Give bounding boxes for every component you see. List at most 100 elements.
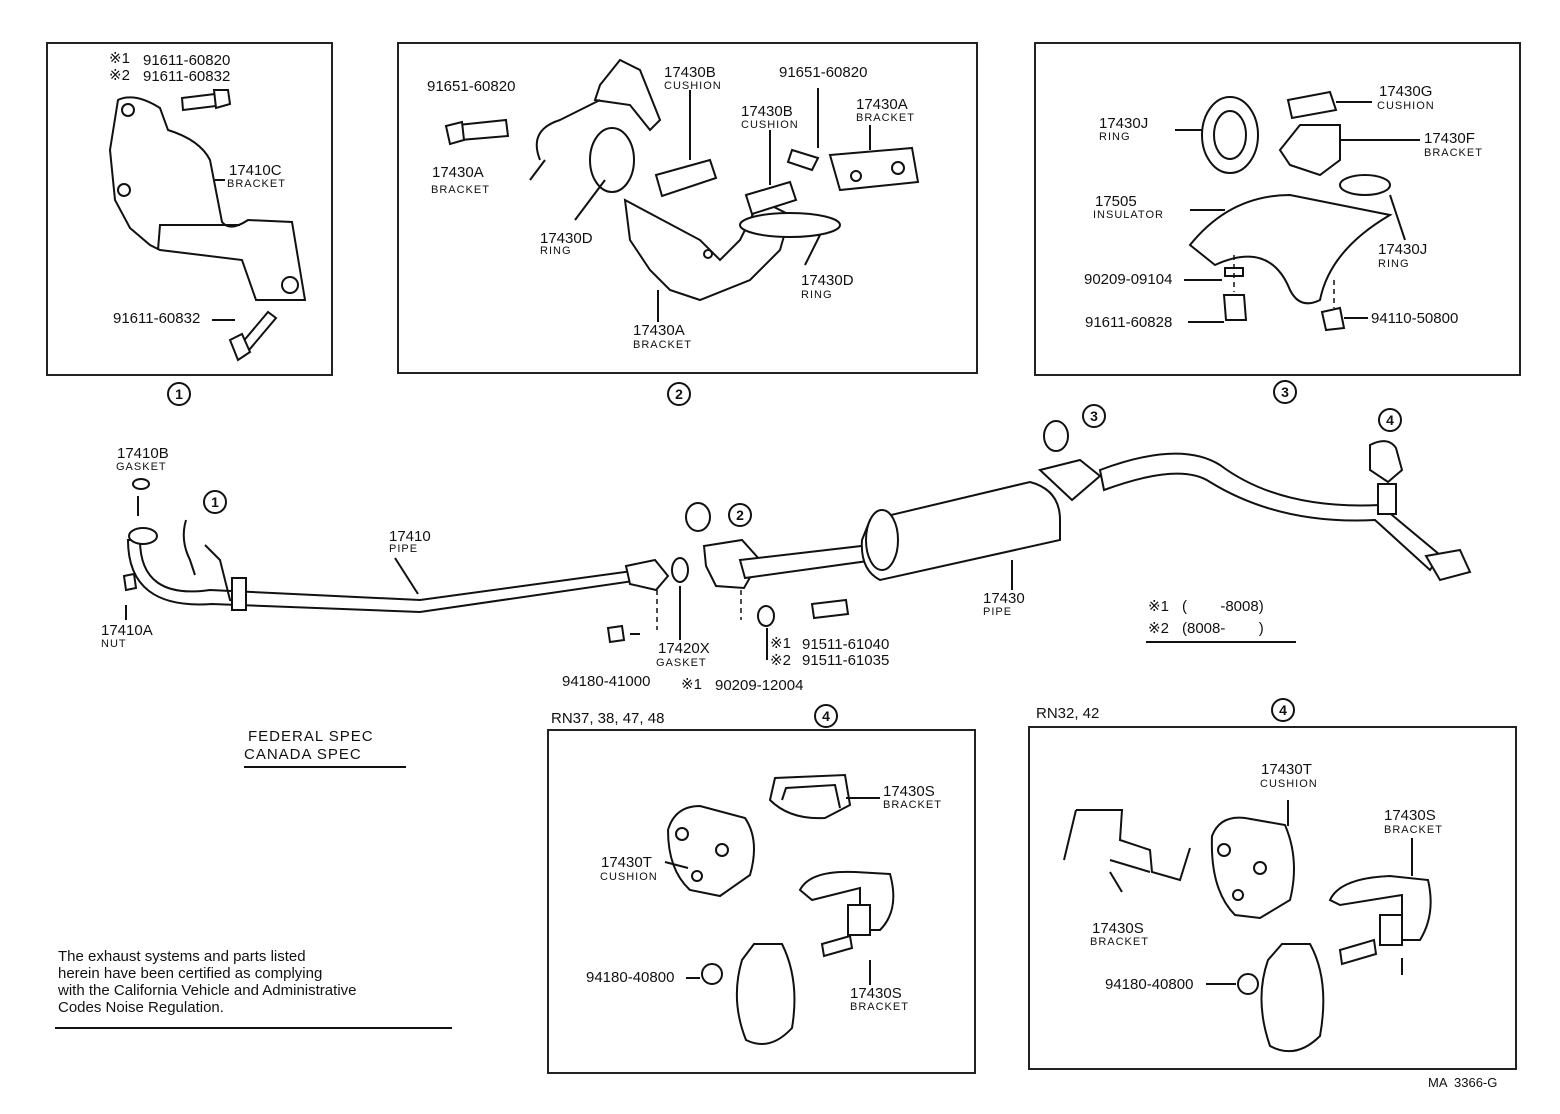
callout-circle-2-main: 2	[728, 503, 752, 527]
nut-17410a-name: NUT	[101, 638, 127, 650]
bracket-17410c-name: BRACKET	[227, 178, 286, 190]
bracket-17430s-bottom-label: 17430S	[850, 985, 902, 1002]
cushion-17430g-label: 17430G	[1379, 83, 1433, 100]
legend-row1-text: ( -8008)	[1182, 598, 1264, 615]
note1-mark: ※1	[109, 50, 130, 67]
bracket-17430a-bottom-label: 17430A	[633, 322, 685, 339]
ring-17430j-left-name: RING	[1099, 131, 1131, 143]
callout-circle-4b: 4	[1271, 698, 1295, 722]
callout-circle-1: 1	[167, 382, 191, 406]
bracket-17430s-bottom-name: BRACKET	[850, 1001, 909, 1013]
nut-94180-40800-b-label: 94180-40800	[1105, 976, 1194, 993]
note1-part-number: 91611-60820	[143, 52, 231, 69]
bolt-91611-60820-drawing	[180, 89, 232, 112]
bolt-91511-61035-label: 91511-61035	[802, 652, 890, 669]
bracket-17430s-left-label: 17430S	[1092, 920, 1144, 937]
nut-94110-50800-label: 94110-50800	[1371, 310, 1459, 327]
legend-row2-mark: ※2	[1148, 620, 1169, 637]
ring-17430d-right-name: RING	[801, 289, 833, 301]
bolt-91611-60832-label: 91611-60832	[113, 310, 201, 327]
spec-federal: FEDERAL SPEC	[248, 728, 374, 745]
gasket-17420x-label: 17420X	[658, 640, 710, 657]
drawing-code: MA 3366-G	[1428, 1075, 1498, 1090]
bracket-17430a-left-label: 17430A	[432, 164, 484, 181]
ring-17430j-right-name: RING	[1378, 258, 1410, 270]
bolt-91511-61040-label: 91511-61040	[802, 636, 890, 653]
note2-part-number: 91611-60832	[143, 68, 231, 85]
bracket-17430s-top-label: 17430S	[883, 783, 935, 800]
cushion-17430b-2-label: 17430B	[741, 103, 793, 120]
muffler-17430-name: PIPE	[983, 606, 1013, 618]
box2-drawing	[444, 58, 920, 322]
detail-box-2	[397, 42, 978, 374]
ring-17430j-right-label: 17430J	[1378, 241, 1428, 258]
muffler-17430-label: 17430	[983, 590, 1025, 607]
cushion-17430t-a-name: CUSHION	[600, 871, 658, 883]
cushion-17430t-b-label: 17430T	[1261, 761, 1312, 778]
box4a-header: RN37, 38, 47, 48	[551, 710, 665, 727]
note-line-1: The exhaust systems and parts listed	[58, 948, 306, 965]
pipe-17410-label: 17410	[389, 528, 431, 545]
gasket-17410b-label: 17410B	[117, 445, 169, 462]
nut-94180-40800-a-label: 94180-40800	[586, 969, 675, 986]
cushion-17430g-name: CUSHION	[1377, 100, 1435, 112]
bolt1-mark: ※1	[770, 635, 791, 652]
ring-17430d-left-label: 17430D	[540, 230, 593, 247]
pipe-17410-name: PIPE	[389, 543, 419, 555]
bracket-17430f-label: 17430F	[1424, 130, 1475, 147]
note2-mark: ※2	[109, 67, 130, 84]
detail-box-4b	[1028, 726, 1517, 1070]
cushion-17430t-b-name: CUSHION	[1260, 778, 1318, 790]
callout-circle-4-main: 4	[1378, 408, 1402, 432]
main-exhaust-drawing	[122, 420, 1472, 660]
spec-canada: CANADA SPEC	[244, 747, 406, 768]
gasket-17410b-name: GASKET	[116, 461, 167, 473]
bolt-91651-60820-left-label: 91651-60820	[427, 78, 516, 95]
detail-box-4a	[547, 729, 976, 1074]
certification-note: The exhaust systems and parts listed her…	[58, 948, 357, 1016]
bracket-17410c-label: 17410C	[229, 162, 282, 179]
insulator-17505-label: 17505	[1095, 193, 1137, 210]
note-line-2: herein have been certified as complying	[58, 965, 323, 982]
note-line-3: with the California Vehicle and Administ…	[58, 982, 357, 999]
note-line-4: Codes Noise Regulation.	[58, 999, 224, 1016]
bracket-17430s-left-name: BRACKET	[1090, 936, 1149, 948]
cushion-17430t-a-label: 17430T	[601, 854, 652, 871]
washer-90209-12004-label: 90209-12004	[715, 677, 804, 694]
bracket-17430s-top-name: BRACKET	[883, 799, 942, 811]
bracket-17410c-drawing	[108, 96, 307, 301]
gasket-17420x-name: GASKET	[656, 657, 707, 669]
bracket-17430a-right-name: BRACKET	[856, 112, 915, 124]
nut-94180-41000-label: 94180-41000	[562, 673, 651, 690]
callout-circle-4a: 4	[814, 704, 838, 728]
bracket-17430s-right-label: 17430S	[1384, 807, 1436, 824]
nut-17410a-label: 17410A	[101, 622, 153, 639]
detail-box-3	[1034, 42, 1521, 376]
bracket-17430f-name: BRACKET	[1424, 147, 1483, 159]
bracket-17430a-left-name: BRACKET	[431, 184, 490, 196]
washer-mark: ※1	[681, 676, 702, 693]
bracket-17430s-right-name: BRACKET	[1384, 824, 1443, 836]
washer-90209-09104-label: 90209-09104	[1084, 271, 1173, 288]
insulator-17505-name: INSULATOR	[1093, 209, 1164, 221]
bracket-17430a-right-label: 17430A	[856, 96, 908, 113]
cushion-17430b-1-name: CUSHION	[664, 80, 722, 92]
bolt2-mark: ※2	[770, 652, 791, 669]
bracket-17430a-bottom-name: BRACKET	[633, 339, 692, 351]
box4b-header: RN32, 42	[1036, 705, 1100, 722]
box4a-drawing	[664, 773, 895, 1045]
ring-17430j-left-label: 17430J	[1099, 115, 1149, 132]
bolt-91611-60828-label: 91611-60828	[1085, 314, 1173, 331]
cushion-17430b-1-label: 17430B	[664, 64, 716, 81]
ring-17430d-right-label: 17430D	[801, 272, 854, 289]
box3-drawing	[1175, 90, 1420, 332]
box4b-drawing	[1063, 800, 1432, 1053]
legend-row2-text: (8008- )	[1182, 620, 1264, 637]
callout-circle-3: 3	[1273, 380, 1297, 404]
callout-circle-2: 2	[667, 382, 691, 406]
callout-circle-1-main: 1	[203, 490, 227, 514]
bolt-91611-60832-drawing	[228, 310, 278, 362]
legend-row1-mark: ※1	[1148, 598, 1169, 615]
